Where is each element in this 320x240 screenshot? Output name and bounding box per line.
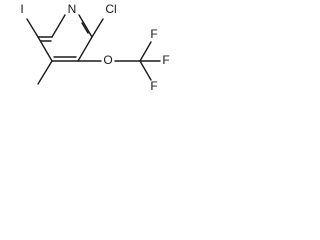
- bond-c5-methyl: [37, 60, 53, 85]
- bond-cf3-f-bottom: [139, 60, 152, 81]
- atom-nitrogen: N: [68, 2, 77, 16]
- bond-n1-c2: [78, 14, 93, 38]
- atom-fluorine-top: F: [150, 27, 157, 41]
- atom-oxygen: O: [103, 53, 112, 67]
- bond-cf3-f-top: [139, 41, 152, 62]
- bond-c2-chlorine: [91, 18, 104, 38]
- atom-fluorine-right: F: [162, 53, 169, 67]
- atom-chlorine: Cl: [105, 2, 116, 16]
- bond-c6-iodine: [26, 18, 39, 38]
- bond-c2-c3: [77, 36, 93, 62]
- atom-iodine: I: [20, 2, 23, 16]
- atom-fluorine-bottom: F: [150, 79, 157, 93]
- chemical-structure-diagram: I N Cl O F F F: [20, 2, 169, 93]
- structure-canvas: I N Cl O F F F: [0, 0, 220, 98]
- bond-c6-n1: [51, 14, 66, 38]
- bond-n1-c2-inner: [81, 22, 89, 34]
